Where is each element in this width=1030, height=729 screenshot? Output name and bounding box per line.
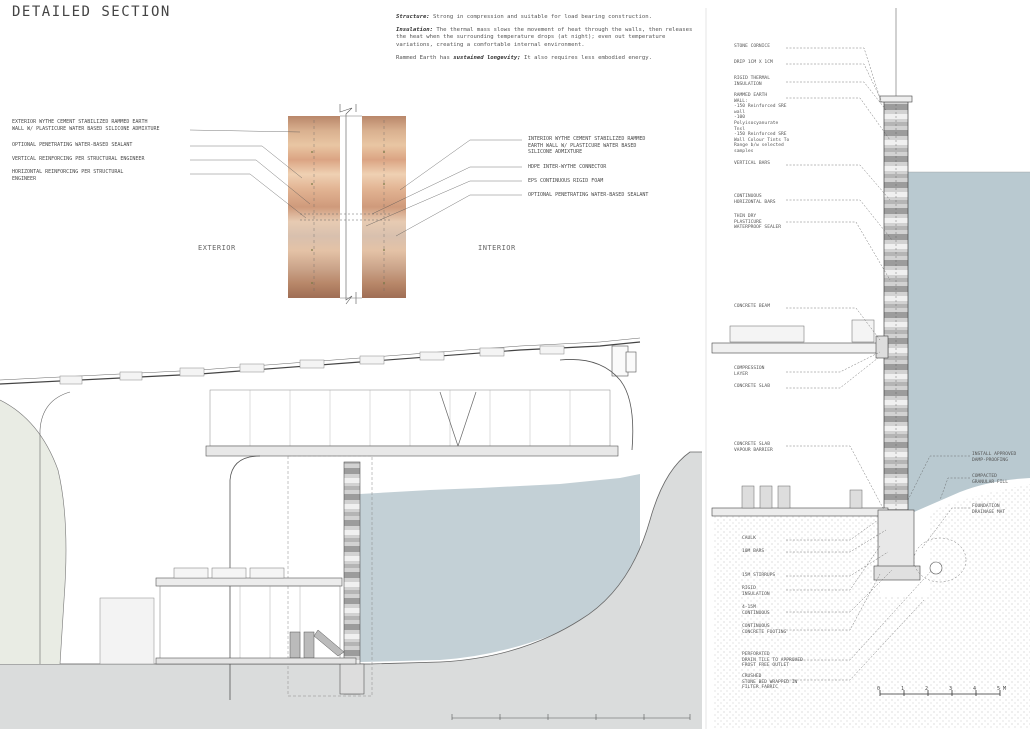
label-caulk: CAULK [742, 536, 756, 541]
label-vertical-bars: VERTICAL BARS [734, 161, 770, 166]
scale-tick-1: 1 [901, 686, 905, 692]
exterior-label: EXTERIOR [198, 244, 236, 252]
label-drainage-mat: FOUNDATION DRAINAGE MAT [972, 504, 1006, 515]
label-concrete-slab: CONCRETE SLAB [734, 384, 770, 389]
scale-tick-3: 3 [949, 686, 953, 692]
scale-tick-0: 0 [877, 686, 881, 692]
label-15m-stirrups: 15M STIRRUPS [742, 573, 776, 578]
right-detail [711, 8, 1030, 729]
label-vertical-reinforcing: VERTICAL REINFORCING PER STRUCTURAL ENGI… [12, 156, 145, 162]
label-damp-proofing: INSTALL APPROVED DAMP-PROOFING [972, 452, 1017, 463]
label-eps-foam: EPS CONTINUOUS RIGID FOAM [528, 178, 604, 184]
label-compacted-fill: COMPACTED GRANULAR FILL [972, 474, 1008, 485]
label-perforated-drain-tile: PERFORATED DRAIN TILE TO APPROVED FROST … [742, 652, 803, 669]
scale-tick-5: 5 M [997, 686, 1007, 692]
label-10m-bars: 10M BARS [742, 549, 765, 554]
label-stone-cornice: STONE CORNICE [734, 44, 770, 49]
label-continuous-horizontal-bars: CONTINUOUS HORIZONTAL BARS [734, 194, 776, 205]
label-4-15m-continuous: 4-15M CONTINUOUS [742, 605, 770, 616]
page-title: DETAILED SECTION [12, 4, 171, 20]
label-interior-wythe: INTERIOR WYTHE CEMENT STABILIZED RAMMED … [528, 136, 646, 155]
scale-tick-4: 4 [973, 686, 977, 692]
label-rigid-insulation: RIGID INSULATION [742, 586, 770, 597]
label-rigid-thermal-insulation: RIGID THERMAL INSULATION [734, 76, 770, 87]
longevity-note: Rammed Earth has sustained longevity; It… [396, 54, 652, 61]
wall-detail [189, 104, 522, 305]
label-compression-layer: COMPRESSION LAYER [734, 366, 765, 377]
label-thin-dry-sealer: THIN DRY PLASTICURE WATERPROOF SEALER [734, 214, 782, 231]
label-drip: DRIP 1CM X 1CM [734, 60, 773, 65]
label-concrete-beam: CONCRETE BEAM [734, 304, 770, 309]
structure-note: Structure: Strong in compression and sui… [396, 14, 652, 20]
label-crushed-stone-bed: CRUSHED STONE BED WRAPPED IN FILTER FABR… [742, 674, 798, 691]
scale-tick-2: 2 [925, 686, 929, 692]
interior-label: INTERIOR [478, 244, 516, 252]
label-exterior-wythe: EXTERIOR WYTHE CEMENT STABILIZED RAMMED … [12, 119, 160, 132]
label-concrete-slab-vapour: CONCRETE SLAB VAPOUR BARRIER [734, 442, 773, 453]
label-hdpe-connector: HDPE INTER-WYTHE CONNECTOR [528, 164, 607, 170]
label-continuous-footing: CONTINUOUS CONCRETE FOOTING [742, 624, 787, 635]
label-optional-sealant-right: OPTIONAL PENETRATING WATER-BASED SEALANT [528, 192, 649, 198]
label-optional-sealant-left: OPTIONAL PENETRATING WATER-BASED SEALANT [12, 142, 133, 148]
notes-block: Structure: Strong in compression and sui… [396, 14, 696, 62]
insulation-note: Insulation: The thermal mass slows the m… [396, 27, 693, 48]
label-horizontal-reinforcing: HORIZONTAL REINFORCING PER STRUCTURAL EN… [12, 169, 124, 182]
building-section [0, 337, 702, 729]
label-rammed-earth-wall: RAMMED EARTH WALL: -150 Reinforced SRE w… [734, 93, 790, 154]
